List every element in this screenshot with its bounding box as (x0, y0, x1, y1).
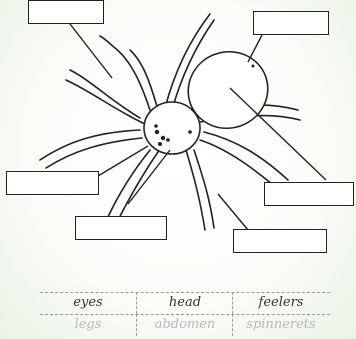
label-box-middle-left[interactable] (6, 171, 99, 195)
label-box-middle-right[interactable] (264, 182, 354, 206)
spider-head (144, 102, 200, 154)
word-legs: legs (40, 314, 136, 336)
word-spinnerets: spinnerets (232, 314, 329, 336)
label-box-bottom-right[interactable] (233, 229, 327, 253)
word-abdomen: abdomen (136, 314, 233, 336)
word-head: head (136, 292, 233, 314)
label-box-bottom-left[interactable] (75, 216, 167, 240)
word-bank: eyes head feelers legs abdomen spinneret… (40, 292, 330, 339)
label-box-top-left[interactable] (28, 0, 104, 24)
word-eyes: eyes (40, 292, 136, 314)
word-feelers: feelers (232, 292, 329, 314)
label-box-top-right[interactable] (253, 11, 329, 35)
